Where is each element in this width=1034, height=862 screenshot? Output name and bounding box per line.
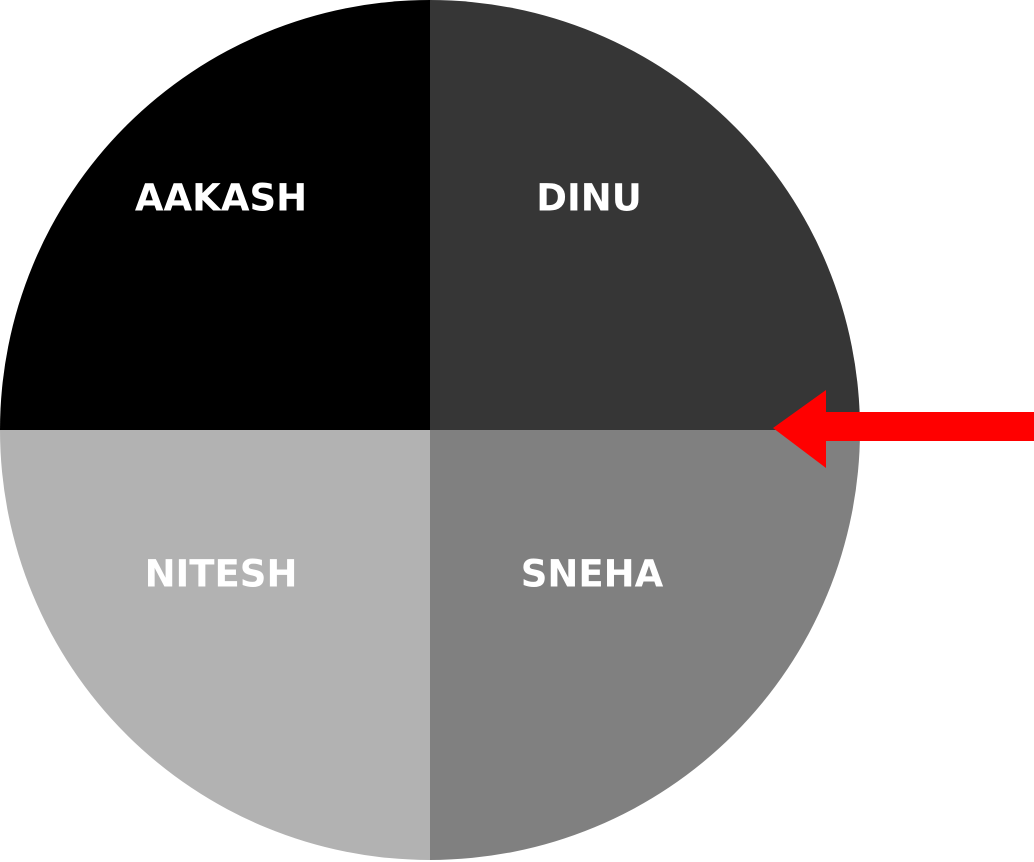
wheel-segment-sneha[interactable] (430, 430, 860, 860)
spin-wheel[interactable]: AAKASH DINU SNEHA NITESH (0, 0, 860, 860)
segment-label-sneha: SNEHA (521, 553, 664, 596)
segment-label-nitesh: NITESH (145, 553, 298, 596)
arrow-left-icon (773, 390, 1034, 468)
segment-label-aakash: AAKASH (135, 177, 307, 220)
wheel-pointer (773, 390, 1034, 468)
wheel-segment-nitesh[interactable] (0, 430, 430, 860)
segment-label-dinu: DINU (536, 177, 642, 220)
wheel-segment-dinu[interactable] (430, 0, 860, 430)
wheel-segment-aakash[interactable] (0, 0, 430, 430)
